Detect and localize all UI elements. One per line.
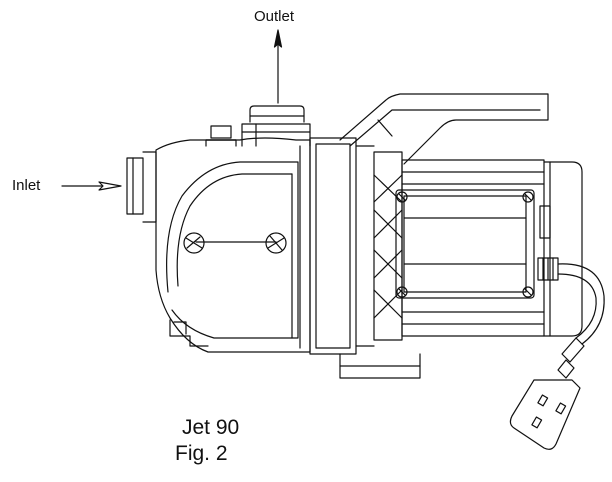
- model-caption: Jet 90: [182, 416, 240, 439]
- pump-housing: [155, 137, 311, 353]
- mains-plug: [509, 337, 585, 450]
- inlet-label: Inlet: [12, 177, 41, 194]
- carry-handle: [339, 93, 549, 165]
- cable-gland: [537, 257, 559, 281]
- fan-cover: [539, 161, 583, 337]
- housing-screw-left: [183, 232, 205, 254]
- motor-fins: [373, 151, 403, 341]
- priming-plug: [205, 125, 237, 147]
- outlet-arrow: [273, 29, 283, 104]
- power-cable: [557, 263, 605, 345]
- housing-screw-right: [265, 232, 287, 254]
- terminal-box-screw-tr: [522, 191, 534, 203]
- terminal-box-screw-br: [522, 286, 534, 298]
- motor-body: [401, 159, 545, 337]
- figure-caption: Fig. 2: [175, 442, 228, 465]
- terminal-box: [395, 189, 535, 299]
- inlet-port: [126, 151, 157, 223]
- outlet-label: Outlet: [254, 8, 295, 25]
- outlet-port: [241, 105, 311, 147]
- pump-flange: [309, 137, 421, 379]
- terminal-box-screw-bl: [396, 286, 408, 298]
- terminal-box-screw-tl: [396, 191, 408, 203]
- inlet-arrow: [61, 181, 122, 191]
